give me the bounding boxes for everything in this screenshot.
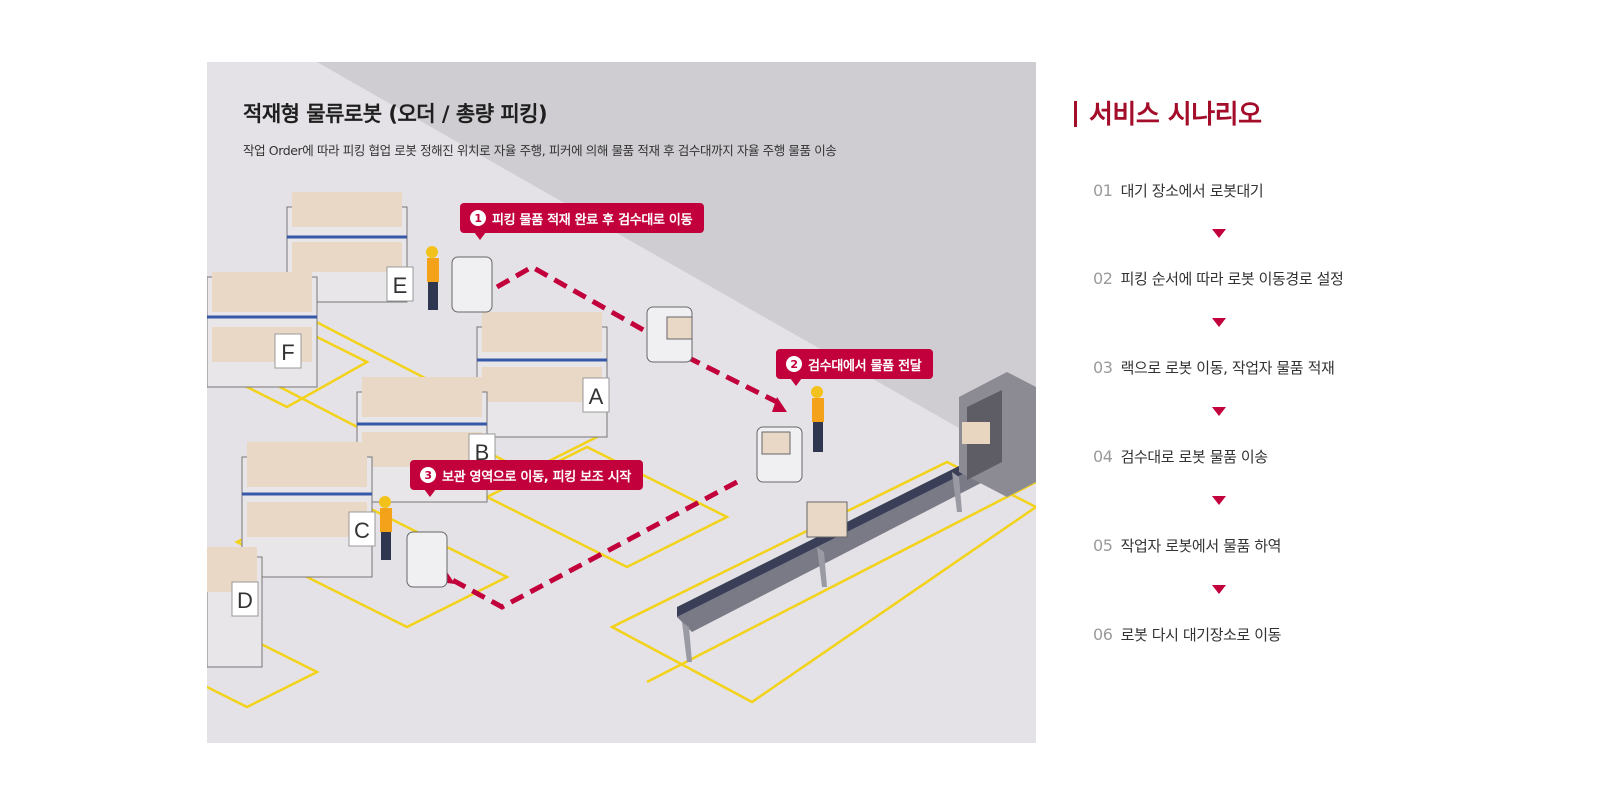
callout-number: 3: [420, 467, 436, 483]
step-number: 03: [1093, 358, 1113, 377]
callout-step-3: 3 보관 영역으로 이동, 피킹 보조 시작: [410, 460, 644, 497]
workers: [379, 246, 824, 560]
callout-text: 피킹 물품 적재 완료 후 검수대로 이동: [492, 212, 693, 228]
step-number: 04: [1093, 447, 1113, 466]
step-text: 피킹 순서에 따라 로봇 이동경로 설정: [1120, 270, 1344, 288]
scenario-step-06: 06 로봇 다시 대기장소로 이동: [1093, 624, 1281, 645]
scenario-step-02: 02 피킹 순서에 따라 로봇 이동경로 설정: [1093, 268, 1344, 289]
down-arrow-icon: [1212, 229, 1226, 238]
rack-label-e: E: [393, 273, 408, 298]
scenario-title: 서비스 시나리오: [1074, 94, 1262, 131]
down-arrow-icon: [1212, 496, 1226, 505]
callout-step-1: 1 피킹 물품 적재 완료 후 검수대로 이동: [460, 203, 705, 240]
rack-label-c: C: [354, 518, 370, 543]
callout-step-2: 2 검수대에서 물품 전달: [776, 349, 934, 386]
scenario-step-01: 01 대기 장소에서 로봇대기: [1093, 180, 1264, 201]
rack-label-d: D: [237, 588, 253, 613]
picking-robots: [406, 256, 848, 588]
rack-label-a: A: [589, 384, 604, 409]
scenario-title-text: 서비스 시나리오: [1089, 100, 1262, 130]
callout-text: 검수대에서 물품 전달: [808, 358, 922, 374]
down-arrow-icon: [1212, 585, 1226, 594]
callout-number: 2: [786, 356, 802, 372]
callout-text: 보관 영역으로 이동, 피킹 보조 시작: [442, 469, 632, 485]
step-text: 랙으로 로봇 이동, 작업자 물품 적재: [1120, 359, 1335, 377]
storage-racks: [207, 192, 608, 668]
step-text: 로봇 다시 대기장소로 이동: [1120, 626, 1282, 644]
rack-label-f: F: [281, 340, 294, 365]
step-text: 작업자 로봇에서 물품 하역: [1120, 537, 1282, 555]
scenario-step-04: 04 검수대로 로봇 물품 이송: [1093, 446, 1268, 467]
callout-number: 1: [470, 210, 486, 226]
warehouse-illustration: E F A B C D: [207, 62, 1036, 743]
warehouse-scene: E F A B C D: [207, 62, 1036, 709]
conveyor-belt: [677, 447, 1012, 662]
illustration-title: 적재형 물류로봇 (오더 / 총량 피킹): [243, 102, 548, 126]
scenario-step-05: 05 작업자 로봇에서 물품 하역: [1093, 535, 1281, 556]
down-arrow-icon: [1212, 318, 1226, 327]
step-number: 02: [1093, 269, 1113, 288]
rack-label-b: B: [475, 440, 490, 465]
inspection-gate: [959, 372, 1036, 497]
illustration-subtitle: 작업 Order에 따라 피킹 협업 로봇 정해진 위치로 자율 주행, 피커에…: [243, 143, 837, 158]
step-text: 대기 장소에서 로봇대기: [1120, 182, 1264, 200]
robot-route: [445, 264, 779, 610]
step-number: 06: [1093, 625, 1113, 644]
down-arrow-icon: [1212, 407, 1226, 416]
step-number: 01: [1093, 181, 1113, 200]
scenario-step-03: 03 랙으로 로봇 이동, 작업자 물품 적재: [1093, 357, 1335, 378]
title-bar: [1074, 101, 1077, 127]
step-text: 검수대로 로봇 물품 이송: [1120, 448, 1269, 466]
step-number: 05: [1093, 536, 1113, 555]
